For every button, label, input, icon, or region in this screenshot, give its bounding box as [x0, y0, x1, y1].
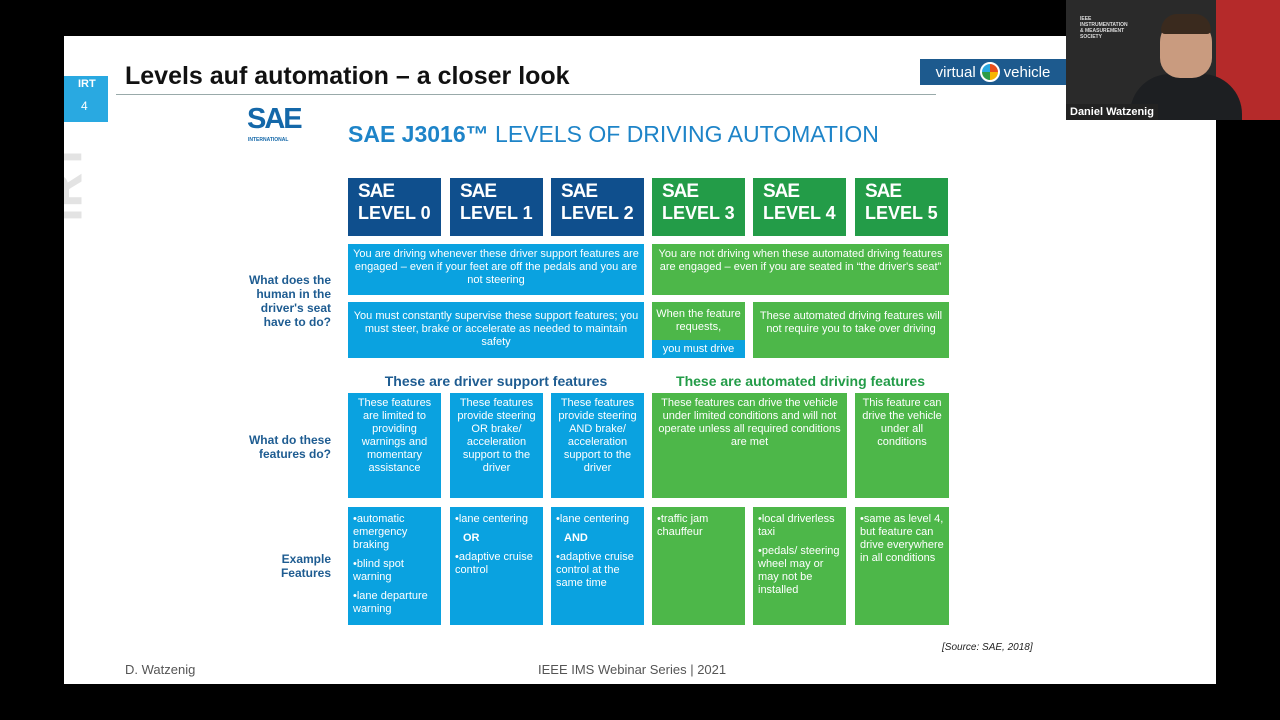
features-cell-5: This feature can drive the vehicle under… [855, 393, 949, 498]
examples-cell-5: •same as level 4, but feature can drive … [855, 507, 949, 625]
level3-request-text: When the feature requests, [656, 308, 741, 333]
org-line: SOCIETY [1080, 34, 1102, 40]
row-label-examples: Example Features [280, 552, 331, 580]
participant-video-tile[interactable]: IEEE INSTRUMENTATION & MEASUREMENT SOCIE… [1066, 0, 1280, 120]
examples-cell-0: •automatic emergency braking •blind spot… [348, 507, 441, 625]
example-item: •adaptive cruise control at the same tim… [556, 551, 634, 589]
participant-name: Daniel Watzenig [1066, 104, 1158, 120]
features-cell-0: These features are limited to providing … [348, 393, 441, 498]
org-line: IEEE [1080, 16, 1092, 22]
example-connector: OR [463, 532, 480, 544]
features-cell-2: These features provide steering AND brak… [551, 393, 644, 498]
logo-dot-icon [979, 62, 1000, 82]
examples-cell-1: •lane centering OR •adaptive cruise cont… [450, 507, 543, 625]
level-brand: SAE [763, 181, 800, 202]
irt-page-marker [64, 76, 108, 122]
irt-watermark: IRT [64, 141, 93, 222]
irt-small-label: IRT [78, 78, 96, 90]
footer-series: IEEE IMS Webinar Series | 2021 [538, 662, 727, 677]
footer-author: D. Watzenig [125, 662, 196, 677]
examples-cell-2: •lane centering AND •adaptive cruise con… [551, 507, 644, 625]
logo-text-virtual: virtual [935, 63, 976, 81]
level-brand: SAE [865, 181, 902, 202]
presentation-slide: IRT 4 IRT Levels auf automation – a clos… [64, 36, 1216, 684]
example-item: •pedals/ steering wheel may or may not b… [758, 545, 840, 596]
speaker-hair [1161, 14, 1211, 34]
examples-cell-3: •traffic jam chauffeur [652, 507, 745, 625]
logo-text-vehicle: vehicle [1003, 63, 1051, 81]
level-brand: SAE [662, 181, 699, 202]
chart-title-rest: LEVELS OF DRIVING AUTOMATION [488, 121, 879, 147]
supervise-cell: You must constantly supervise these supp… [348, 302, 644, 358]
level3-request-cell: When the feature requests, you must driv… [652, 302, 745, 358]
example-item: •lane centering [556, 513, 629, 525]
slide-title: Levels auf automation – a closer look [125, 62, 570, 90]
example-item: •same as level 4, but feature can drive … [860, 513, 944, 564]
example-item: •local driverless taxi [758, 513, 835, 538]
page-number: 4 [81, 99, 88, 113]
example-item: •traffic jam chauffeur [657, 513, 709, 538]
level-label: LEVEL 1 [460, 203, 533, 223]
level-brand: SAE [460, 181, 497, 202]
support-heading: These are driver support features [384, 373, 608, 389]
example-item: •blind spot warning [353, 558, 404, 583]
sae-international-text: INTERNATIONAL [248, 137, 289, 143]
example-item: •lane departure warning [353, 590, 428, 615]
level-brand: SAE [358, 181, 395, 202]
example-item: •lane centering [455, 513, 528, 525]
level-label: LEVEL 2 [561, 203, 634, 223]
example-item: •adaptive cruise control [455, 551, 533, 576]
ieee-ims-logo: IEEE INSTRUMENTATION & MEASUREMENT SOCIE… [1080, 16, 1128, 40]
example-item: •automatic emergency braking [353, 513, 408, 551]
org-line: & MEASUREMENT [1080, 28, 1125, 34]
level-label: LEVEL 0 [358, 203, 431, 223]
title-divider [116, 94, 936, 95]
examples-cell-4: •local driverless taxi •pedals/ steering… [753, 507, 846, 625]
chart-title: SAE J3016™ LEVELS OF DRIVING AUTOMATION [348, 121, 879, 148]
chart-title-bold: SAE J3016™ [348, 121, 489, 147]
level3-drive-strip: you must drive [652, 340, 745, 358]
sae-logo: SAE [247, 103, 303, 135]
source-citation: [Source: SAE, 2018] [942, 642, 1033, 653]
automated-heading: These are automated driving features [676, 373, 925, 389]
level-label: LEVEL 3 [662, 203, 735, 223]
row-label-features: What do these features do? [248, 433, 331, 461]
level-brand: SAE [561, 181, 598, 202]
level-label: LEVEL 4 [763, 203, 836, 223]
driving-support-cell: You are driving whenever these driver su… [348, 244, 644, 295]
level-label: LEVEL 5 [865, 203, 938, 223]
features-cell-1: These features provide steering OR brake… [450, 393, 543, 498]
features-cell-3-4: These features can drive the vehicle und… [652, 393, 847, 498]
example-connector: AND [564, 532, 588, 544]
org-line: INSTRUMENTATION [1080, 22, 1128, 28]
virtual-vehicle-logo: virtual vehicle [920, 59, 1066, 85]
not-driving-cell: You are not driving when these automated… [652, 244, 949, 295]
row-label-human: What does the human in the driver's seat… [248, 273, 331, 329]
no-takeover-cell: These automated driving features will no… [753, 302, 949, 358]
